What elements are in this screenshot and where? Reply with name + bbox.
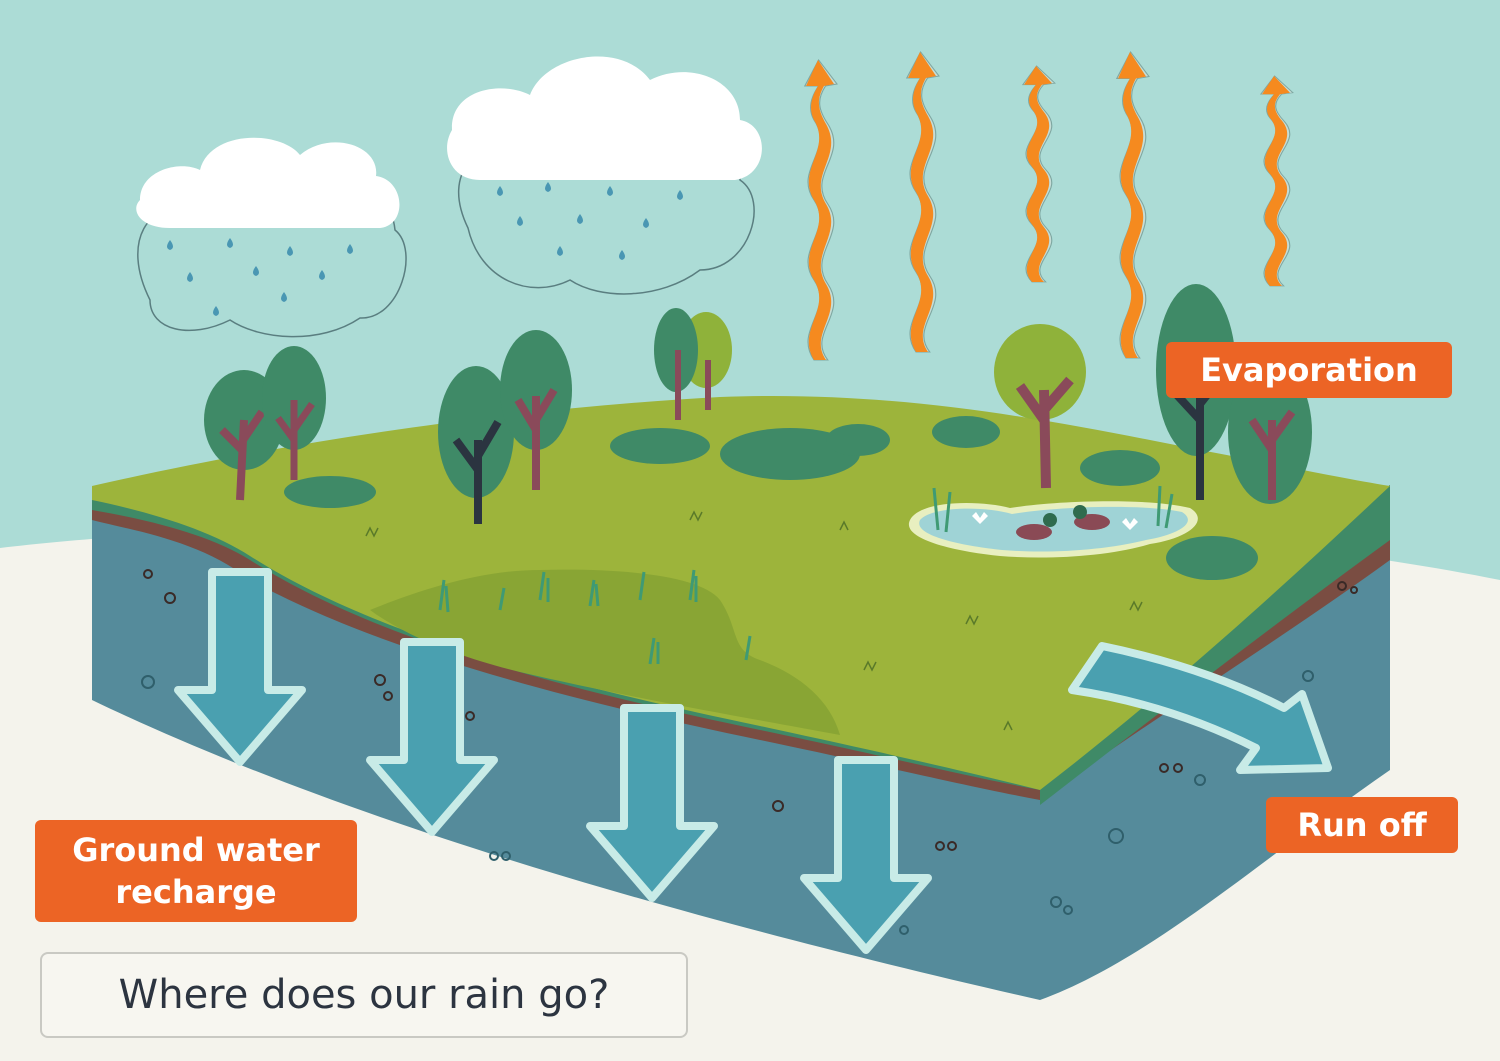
grass-surface	[92, 395, 1390, 790]
rain-cloud-icon	[447, 56, 762, 295]
soil-pebbles	[143, 569, 1358, 851]
duck-icon	[1016, 513, 1057, 540]
ground-water-recharge-label: Ground water recharge	[35, 820, 357, 922]
tree-icon	[500, 330, 572, 490]
pond-icon	[908, 485, 1198, 558]
water-bubbles	[141, 670, 1314, 935]
curved-arrow-icon	[1068, 642, 1332, 774]
grass-shade-patch	[370, 569, 840, 735]
diagram-title: Where does our rain go?	[40, 952, 688, 1038]
ground-water-recharge-line1: Ground water	[72, 831, 320, 869]
bush-icon	[284, 416, 1258, 580]
tree-icon	[994, 324, 1086, 489]
grass-tufts	[438, 569, 752, 665]
tree-icon	[262, 346, 326, 480]
rain-cloud-icon	[136, 137, 407, 338]
tree-icon	[438, 366, 514, 524]
ground-water-recharge-line2: recharge	[115, 873, 277, 911]
grass-sketches	[365, 510, 1143, 731]
evaporation-label: Evaporation	[1166, 342, 1452, 398]
tree-icon	[654, 308, 732, 420]
duck-icon	[1073, 505, 1110, 530]
run-off-label: Run off	[1266, 797, 1458, 853]
